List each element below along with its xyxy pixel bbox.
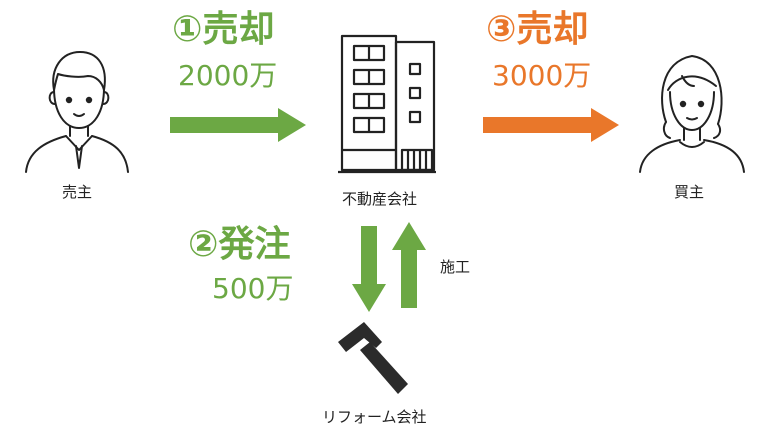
order-title: ②発注 [188, 224, 291, 265]
realtor-label: 不動産会社 [342, 190, 418, 208]
order-amount: 500万 [212, 272, 294, 305]
seller-label: 売主 [62, 183, 93, 201]
construction-up-arrow [392, 222, 426, 308]
reform-label: リフォーム会社 [322, 408, 427, 426]
buyer-person-icon [639, 55, 745, 173]
buyer-label: 買主 [674, 183, 705, 201]
sale1-arrow [170, 108, 306, 142]
hammer-icon [338, 322, 408, 394]
sale3-title: ③売却 [486, 9, 589, 50]
seller-person-icon [25, 51, 129, 173]
sale1-title: ①売却 [172, 9, 275, 50]
sale3-arrow [483, 108, 619, 142]
building-icon [338, 34, 436, 174]
construction-label: 施工 [440, 258, 471, 276]
order-down-arrow [352, 226, 386, 312]
sale1-amount: 2000万 [178, 59, 278, 92]
sale3-amount: 3000万 [492, 59, 592, 92]
